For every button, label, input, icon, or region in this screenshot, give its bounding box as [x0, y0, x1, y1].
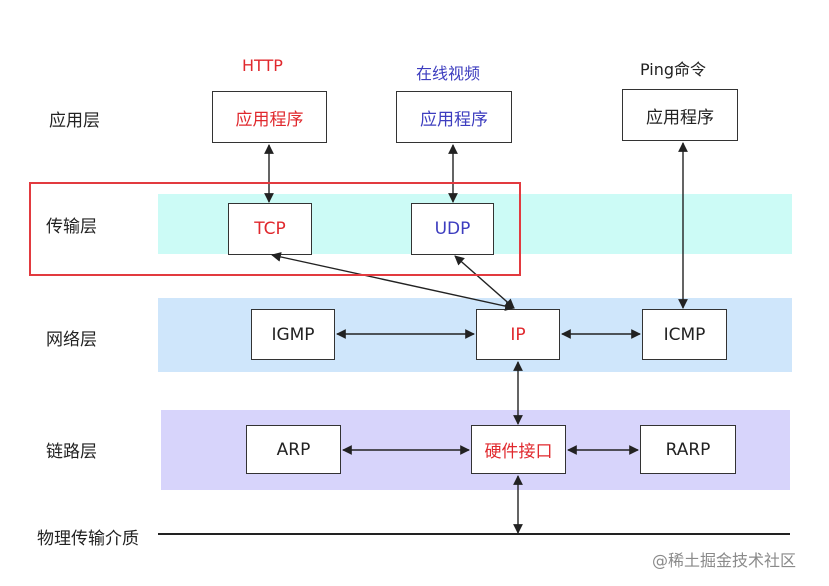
physical-medium-label: 物理传输介质 [37, 529, 139, 549]
ping-application-box: 应用程序 [622, 89, 738, 141]
physical-medium-line [158, 533, 790, 535]
online-video-label: 在线视频 [416, 64, 481, 83]
udp-box: UDP [411, 203, 494, 255]
ping-command-label: Ping命令 [640, 60, 707, 79]
http-application-box: 应用程序 [212, 91, 327, 143]
icmp-box: ICMP [642, 309, 727, 360]
transport-layer-label: 传输层 [46, 217, 97, 237]
tcp-box: TCP [228, 203, 312, 255]
arp-box: ARP [246, 425, 341, 474]
video-application-box: 应用程序 [396, 91, 512, 143]
igmp-box: IGMP [251, 309, 335, 360]
transport-highlight-frame [29, 182, 521, 276]
application-layer-label: 应用层 [49, 111, 100, 131]
ip-box: IP [476, 309, 560, 360]
hardware-interface-box: 硬件接口 [471, 425, 566, 474]
link-layer-label: 链路层 [46, 442, 97, 462]
network-layer-label: 网络层 [46, 330, 97, 350]
http-label: HTTP [242, 56, 283, 75]
arrow-udp-ip [454, 255, 515, 309]
rarp-box: RARP [640, 425, 736, 474]
watermark: @稀土掘金技术社区 [652, 551, 797, 570]
